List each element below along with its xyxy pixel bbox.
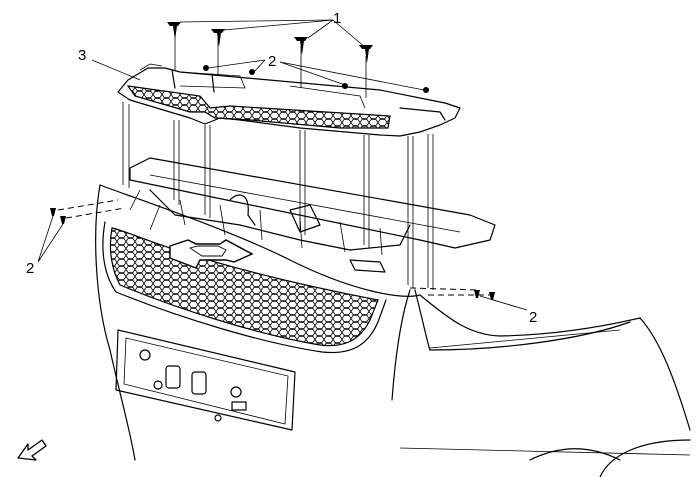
clip-group-left [50, 208, 66, 224]
callout-2-right: 2 [529, 309, 537, 326]
license-plate-bracket [115, 329, 296, 431]
callout-3: 3 [78, 47, 86, 64]
callout-1: 1 [333, 10, 341, 27]
push-pin-fastener-2 [211, 29, 225, 47]
dashed-leaders [57, 199, 495, 296]
push-pin-fastener-1 [167, 22, 181, 40]
push-pin-fastener-4 [359, 45, 373, 63]
callout-2-upper: 2 [268, 53, 276, 70]
bumper-fascia [95, 184, 691, 477]
alignment-lines [122, 30, 434, 290]
upper-grille-panel [117, 63, 461, 137]
push-pin-fastener-3 [294, 37, 308, 55]
clip-group-right [474, 290, 495, 300]
emblem-icon [169, 239, 254, 269]
front-direction-arrow-icon [17, 439, 47, 461]
callout-2-left: 2 [26, 260, 34, 277]
callout-leaders [37, 19, 528, 311]
